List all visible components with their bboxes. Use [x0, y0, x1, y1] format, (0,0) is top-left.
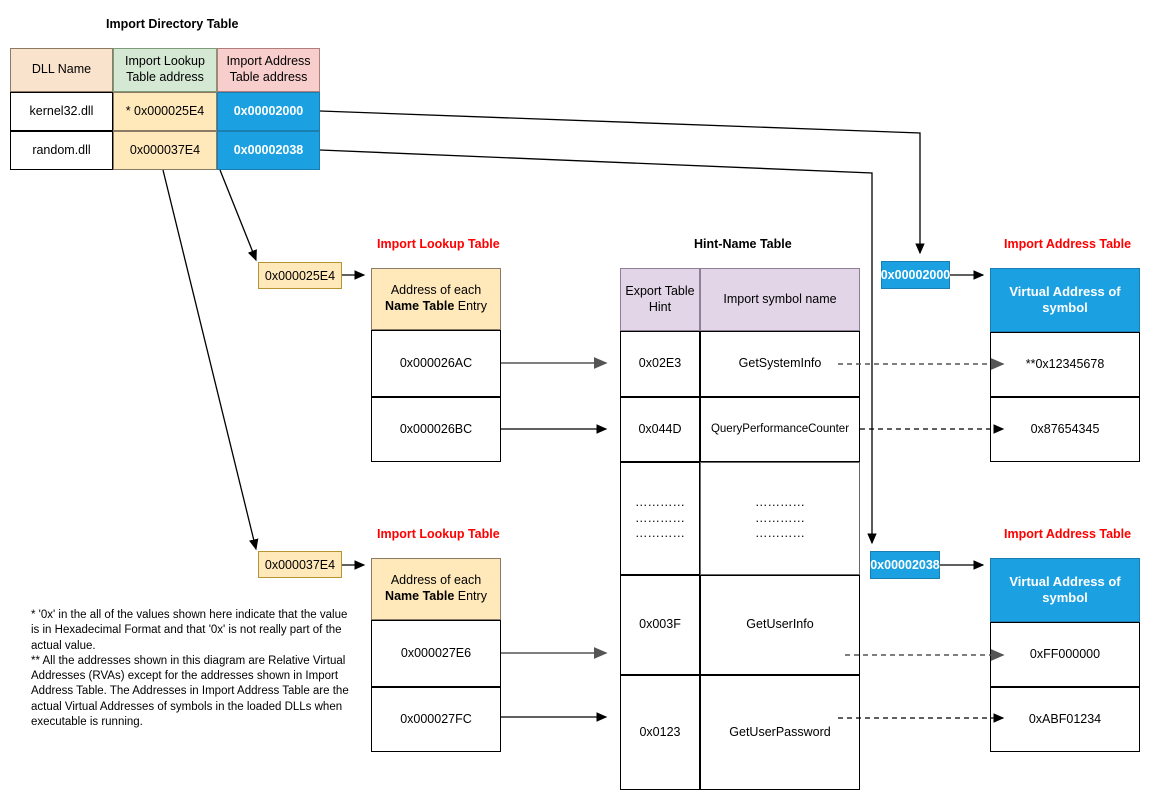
ilt1-entry: 0x000026AC: [371, 330, 501, 397]
iat2-entry: 0xFF000000: [990, 622, 1140, 687]
iat2-header: Virtual Address of symbol: [990, 558, 1140, 622]
footnote-text: * '0x' in the all of the values shown he…: [31, 609, 349, 728]
import-lookup-table-title-1: Import Lookup Table: [377, 237, 500, 251]
ilt1-header: Address of each Name Table Entry: [371, 268, 501, 330]
hint-name-table-title: Hint-Name Table: [694, 237, 792, 251]
ilt1-entry: 0x000026BC: [371, 397, 501, 462]
idt-row-iat-address: 0x00002000: [217, 92, 320, 131]
idt-row-ilt-address: * 0x000025E4: [113, 92, 217, 131]
hnt-header-hint: Export Table Hint: [620, 268, 700, 331]
wire-idt-iat1: [319, 110, 925, 255]
ilt1-header-c: Entry: [454, 299, 487, 313]
idt-row-dll-name: random.dll: [10, 131, 113, 170]
hnt-hint: 0x02E3: [620, 331, 700, 397]
idt-row-iat-address: 0x00002038: [217, 131, 320, 170]
hnt-symbol: GetSystemInfo: [700, 331, 860, 397]
import-directory-table-title: Import Directory Table: [106, 17, 239, 31]
ilt2-header-c: Entry: [454, 589, 487, 603]
ilt1-header-a: Address of each: [390, 283, 482, 298]
ilt2-header-a: Address of each: [390, 573, 482, 588]
ilt2-entry: 0x000027FC: [371, 687, 501, 752]
iat2-entry: 0xABF01234: [990, 687, 1140, 752]
iat1-header: Virtual Address of symbol: [990, 268, 1140, 332]
ilt-pointer-badge-2: 0x000037E4: [258, 551, 342, 578]
import-address-table-title-2: Import Address Table: [1004, 527, 1132, 541]
hnt-hint: 0x003F: [620, 575, 700, 675]
ilt2-header: Address of each Name Table Entry: [371, 558, 501, 620]
wire-idt-ilt1: [219, 169, 257, 262]
hnt-hint: 0x0123: [620, 675, 700, 790]
ilt2-header-bold: Name Table: [385, 589, 455, 603]
idt-row-ilt-address: 0x000037E4: [113, 131, 217, 170]
hnt-symbol: GetUserInfo: [700, 575, 860, 675]
iat1-entry: 0x87654345: [990, 397, 1140, 462]
import-address-table-title-1: Import Address Table: [1004, 237, 1132, 251]
ilt1-header-bold: Name Table: [385, 299, 455, 313]
idt-header-ilt-address: Import Lookup Table address: [113, 48, 217, 92]
iat-pointer-badge-1: 0x00002000: [881, 261, 950, 289]
idt-header-dll-name: DLL Name: [10, 48, 113, 92]
wire-idt-ilt2: [162, 169, 259, 551]
idt-header-iat-address: Import Address Table address: [217, 48, 320, 92]
ilt2-entry: 0x000027E6: [371, 620, 501, 687]
hnt-hint-ellipsis: ………… ………… …………: [620, 462, 700, 575]
hnt-symbol: GetUserPassword: [700, 675, 860, 790]
hnt-symbol-ellipsis: ………… ………… …………: [700, 462, 860, 575]
idt-row-dll-name: kernel32.dll: [10, 92, 113, 131]
hnt-header-symbol: Import symbol name: [700, 268, 860, 331]
ilt-pointer-badge-1: 0x000025E4: [258, 262, 342, 289]
iat-pointer-badge-2: 0x00002038: [870, 551, 940, 579]
import-lookup-table-title-2: Import Lookup Table: [377, 527, 500, 541]
iat1-entry: **0x12345678: [990, 332, 1140, 397]
hnt-hint: 0x044D: [620, 397, 700, 462]
hnt-symbol: QueryPerformanceCounter: [700, 397, 860, 462]
